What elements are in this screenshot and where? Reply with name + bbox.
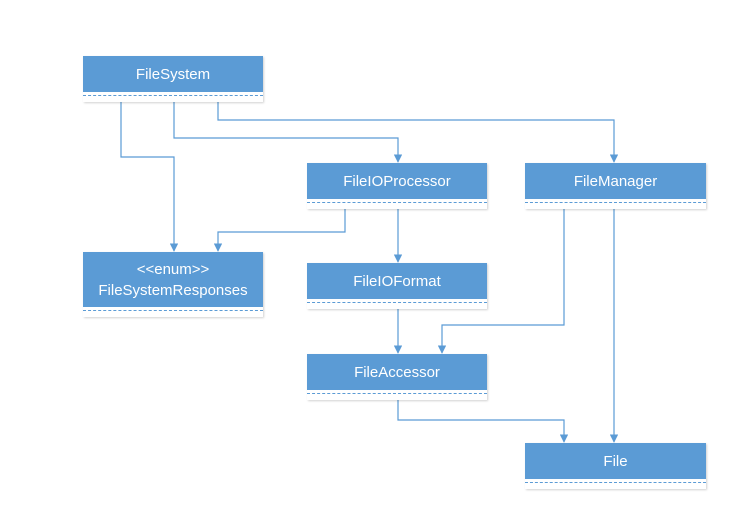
class-filemanager[interactable]: FileManager (525, 163, 706, 209)
class-members-separator (83, 95, 263, 102)
edge-filesystem-to-responses (120, 101, 179, 252)
class-name: FileSystem (135, 65, 211, 83)
class-name-box: FileIOFormat (307, 263, 487, 299)
class-fileaccessor[interactable]: FileAccessor (307, 354, 487, 400)
edge-filemanager-to-fileaccessor (437, 207, 565, 354)
class-name: FileManager (573, 172, 658, 190)
class-name-box: <<enum>> FileSystemResponses (83, 252, 263, 307)
class-name-box: FileManager (525, 163, 706, 199)
class-name-box: FileIOProcessor (307, 163, 487, 199)
class-fileioprocessor[interactable]: FileIOProcessor (307, 163, 487, 209)
edge-fileaccessor-to-file (397, 399, 569, 443)
class-name-box: FileSystem (83, 56, 263, 92)
class-file[interactable]: File (525, 443, 706, 489)
edge-fileioprocessor-to-responses (213, 208, 346, 252)
class-members-separator (525, 202, 706, 209)
edge-filesystem-to-fileioprocessor (173, 101, 403, 163)
edge-filesystem-to-filemanager (217, 101, 619, 163)
class-name-box: File (525, 443, 706, 479)
class-name: FileAccessor (354, 363, 440, 381)
class-name: FileIOFormat (353, 272, 441, 290)
class-name-box: FileAccessor (307, 354, 487, 390)
class-fileioformat[interactable]: FileIOFormat (307, 263, 487, 309)
class-name: FileSystemResponses (98, 281, 248, 299)
class-members-separator (307, 202, 487, 209)
class-members-separator (525, 482, 706, 489)
class-name: File (603, 452, 628, 470)
class-name: FileIOProcessor (343, 172, 451, 190)
class-filesystem[interactable]: FileSystem (83, 56, 263, 102)
class-members-separator (307, 393, 487, 400)
class-filesystemresponses[interactable]: <<enum>> FileSystemResponses (83, 252, 263, 317)
class-members-separator (307, 302, 487, 309)
class-stereotype: <<enum>> (136, 260, 210, 278)
class-members-separator (83, 310, 263, 317)
